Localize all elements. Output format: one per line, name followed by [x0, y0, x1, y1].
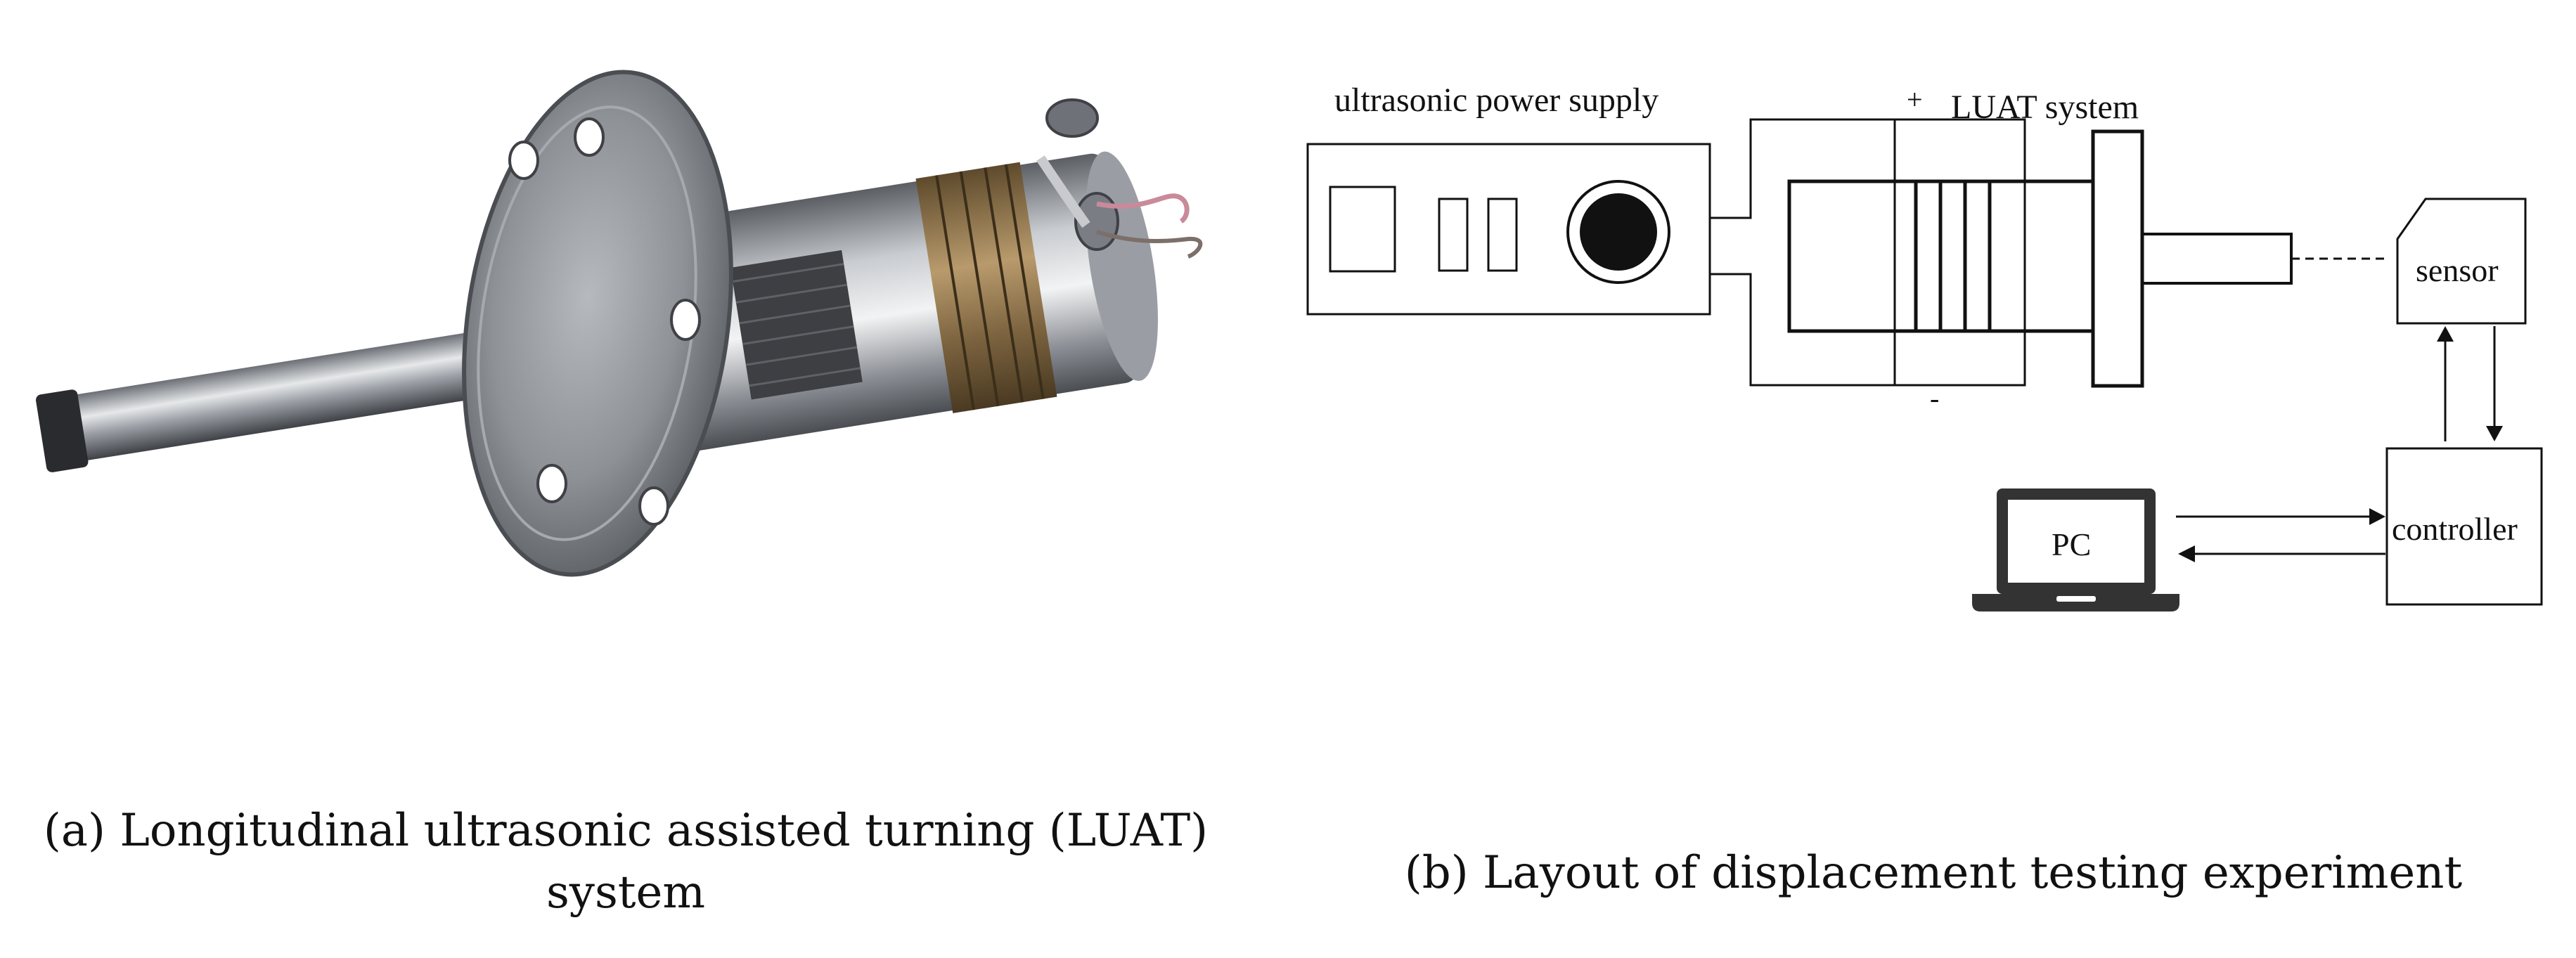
- bolt-hole: [638, 486, 669, 526]
- luat-transducer: [1787, 119, 2293, 388]
- bolt-hole: [574, 117, 605, 157]
- layout-diagram: ultrasonic power supply + - LUAT system …: [1306, 82, 2543, 611]
- sensor-label: sensor: [2416, 252, 2499, 288]
- caption-a-line1: (a) Longitudinal ultrasonic assisted tur…: [43, 805, 1209, 857]
- electrode-wires: [1036, 98, 1203, 259]
- controller-label: controller: [2392, 511, 2518, 547]
- supply-knob: [1580, 193, 1657, 271]
- caption-a-line2: system: [546, 867, 706, 919]
- controller-box: [2385, 447, 2543, 606]
- luat-photo: [35, 70, 1203, 577]
- flange: [462, 70, 733, 577]
- luat-horn: [2141, 233, 2293, 285]
- power-supply-label: ultrasonic power supply: [1334, 82, 1659, 119]
- supply-slot: [1438, 198, 1469, 272]
- power-supply-unit: [1306, 143, 1711, 316]
- pc-laptop: [1972, 488, 2179, 611]
- caption-panel-a: (a) Longitudinal ultrasonic assisted tur…: [0, 800, 1251, 924]
- sensor-box: [2396, 198, 2527, 325]
- cylinder-body: [605, 151, 1158, 458]
- supply-knob-ring: [1566, 180, 1670, 284]
- supply-connection: [1710, 118, 2026, 387]
- supply-slot: [1487, 198, 1518, 272]
- luat-flange: [2091, 129, 2144, 388]
- polarity-minus: -: [1930, 382, 1939, 414]
- bolt-hole: [536, 464, 567, 503]
- tool-tip: [35, 389, 89, 472]
- caption-panel-b: (b) Layout of displacement testing exper…: [1404, 847, 2463, 899]
- piezo-rings: [915, 162, 1057, 413]
- pc-label: PC: [2052, 526, 2091, 562]
- luat-system-label: LUAT system: [1951, 89, 2139, 126]
- supply-display: [1329, 186, 1396, 273]
- bolt-hole: [508, 141, 539, 180]
- bolt-hole: [670, 299, 701, 341]
- polarity-plus: +: [1907, 84, 1923, 115]
